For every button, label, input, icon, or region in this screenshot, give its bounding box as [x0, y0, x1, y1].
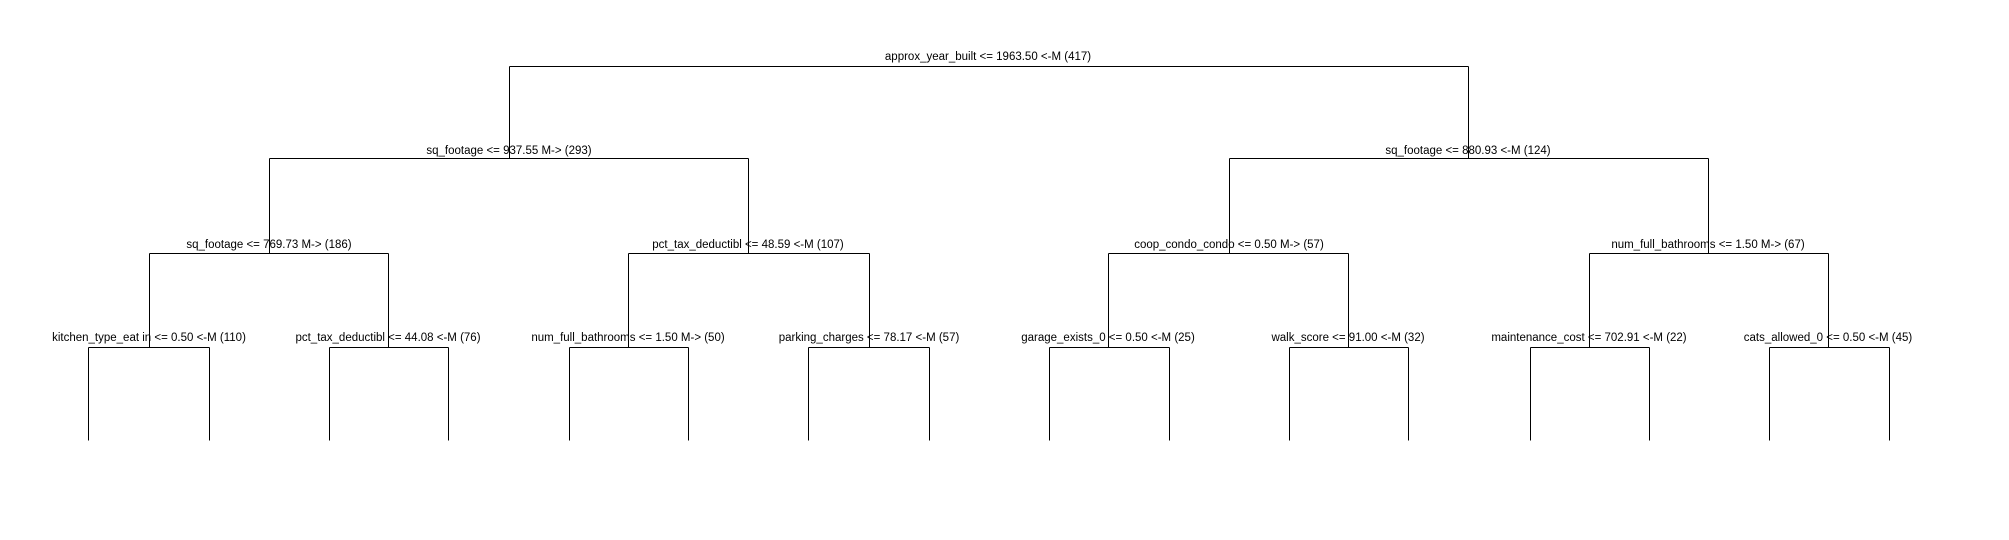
node-label-LL: sq_footage <= 769.73 M-> (186) — [186, 239, 351, 251]
node-label-RRR: cats_allowed_0 <= 0.50 <-M (45) — [1744, 332, 1913, 344]
node-label-LRL: num_full_bathrooms <= 1.50 M-> (50) — [531, 332, 725, 344]
node-label-RLR: walk_score <= 91.00 <-M (32) — [1270, 332, 1424, 344]
node-label-R: sq_footage <= 880.93 <-M (124) — [1385, 145, 1550, 157]
node-label-LRR: parking_charges <= 78.17 <-M (57) — [779, 332, 960, 344]
node-label-root: approx_year_built <= 1963.50 <-M (417) — [885, 51, 1091, 63]
node-label-LR: pct_tax_deductibl <= 48.59 <-M (107) — [652, 239, 844, 251]
node-label-LLR: pct_tax_deductibl <= 44.08 <-M (76) — [295, 332, 480, 344]
node-label-RL: coop_condo_condo <= 0.50 M-> (57) — [1134, 239, 1324, 251]
node-label-LLL: kitchen_type_eat in <= 0.50 <-M (110) — [52, 332, 246, 344]
tree-labels: approx_year_built <= 1963.50 <-M (417) sq… — [52, 51, 1912, 344]
node-label-RLL: garage_exists_0 <= 0.50 <-M (25) — [1021, 332, 1195, 344]
tree-edges — [88, 66, 1890, 441]
node-label-L: sq_footage <= 937.55 M-> (293) — [426, 145, 591, 157]
node-label-RR: num_full_bathrooms <= 1.50 M-> (67) — [1611, 239, 1805, 251]
node-label-RRL: maintenance_cost <= 702.91 <-M (22) — [1491, 332, 1686, 344]
